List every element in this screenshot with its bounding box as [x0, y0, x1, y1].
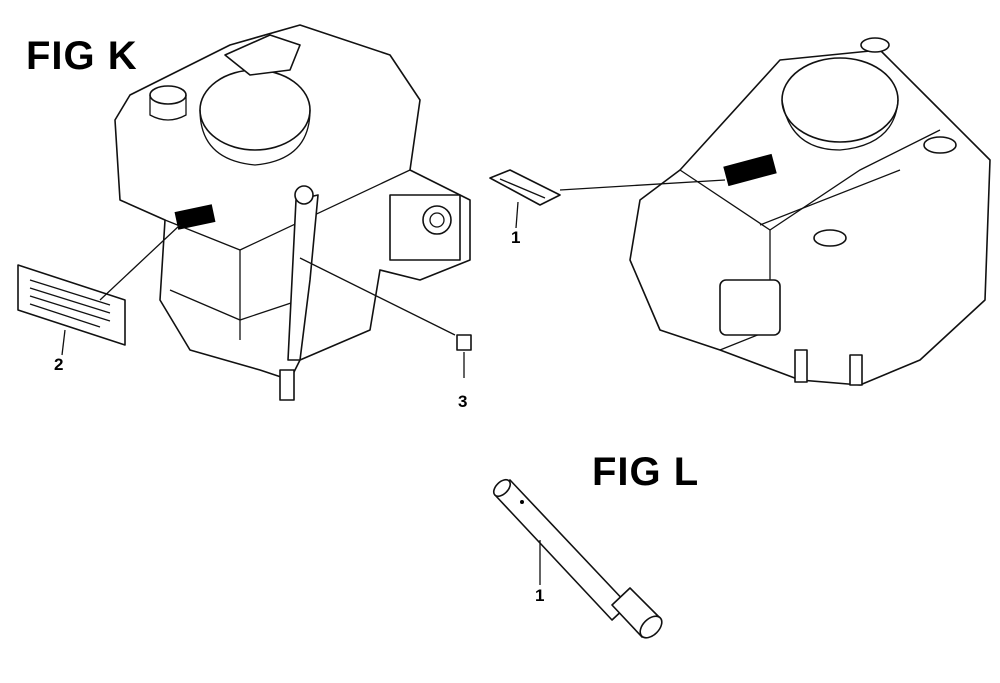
fig-l-title: FIG L — [592, 450, 700, 494]
part-3 — [456, 334, 472, 351]
label-part-2 — [17, 264, 126, 346]
label-part-1 — [489, 169, 726, 229]
callout-fig-l-1: 1 — [535, 586, 545, 605]
engine-right-drawing — [629, 37, 991, 386]
engine-left-drawing — [114, 24, 471, 401]
callout-fig-k-1: 1 — [511, 228, 521, 247]
callout-fig-k-2: 2 — [54, 355, 64, 374]
leader-lines-fig-k — [61, 224, 465, 378]
fig-k-title: FIG K — [26, 34, 138, 78]
callout-fig-k-3: 3 — [458, 392, 468, 411]
tool-tube-drawing — [492, 478, 663, 639]
